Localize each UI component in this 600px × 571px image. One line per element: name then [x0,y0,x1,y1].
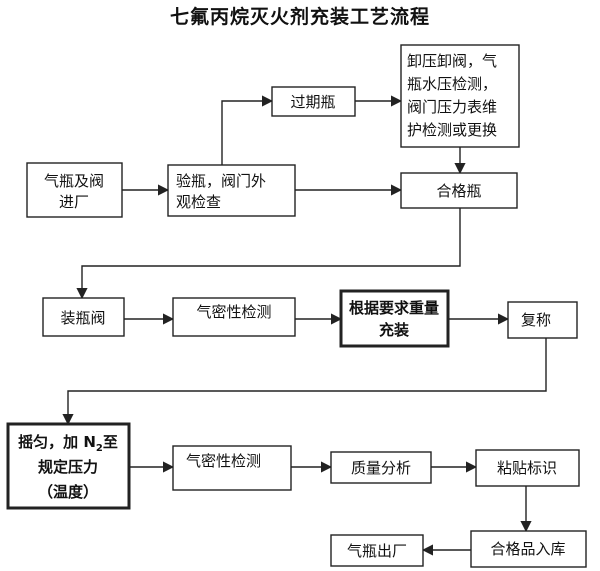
node-leak-test-1-line-1: 气密性检测 [196,303,271,321]
node-qualified: 合格瓶 [400,172,518,209]
node-labeling-line-1: 粘贴标识 [497,459,557,477]
node-maintenance: 卸压卸阀，气 瓶水压检测， 阀门压力表维 护检测或更换 [400,44,520,148]
node-leak-test-1: 气密性检测 [172,297,296,337]
node-cylinder-inbound-line-2: 进厂 [59,193,89,211]
node-install-valve: 装瓶阀 [42,297,125,337]
node-inspect-line-2: 观检查 [176,193,221,211]
node-labeling: 粘贴标识 [475,449,580,487]
node-fill-by-weight: 根据要求重量 充装 [339,289,450,348]
node-cylinder-inbound-line-1: 气瓶及阀 [44,172,104,190]
page-title: 七氟丙烷灭火剂充装工艺流程 [169,6,430,28]
node-maintenance-line-2: 瓶水压检测， [407,75,497,93]
node-dispatch-line-1: 气瓶出厂 [347,542,407,560]
node-shake-add-n2-line-1a: 摇匀，加 N [18,433,96,451]
node-warehouse-line-1: 合格品入库 [490,540,565,558]
node-leak-test-2-line-1: 气密性检测 [186,452,261,470]
node-quality-analysis: 质量分析 [330,451,432,484]
node-shake-add-n2-line-1: 摇匀，加 N2至 [18,433,118,454]
node-qualified-line-1: 合格瓶 [436,182,481,200]
node-dispatch: 气瓶出厂 [330,534,424,567]
node-reweigh-line-1: 复称 [521,311,551,329]
flow-edges [62,95,547,556]
node-warehouse: 合格品入库 [470,530,587,568]
edge-qualified-to-install-valve [76,208,461,300]
node-cylinder-inbound: 气瓶及阀 进厂 [26,162,123,218]
node-expired-line-1: 过期瓶 [290,93,335,111]
node-quality-analysis-line-1: 质量分析 [351,459,411,477]
node-leak-test-2: 气密性检测 [172,445,292,491]
node-shake-add-n2: 摇匀，加 N2至 规定压力 （温度） [6,422,131,510]
node-expired: 过期瓶 [271,86,356,117]
node-inspect: 验瓶，阀门外 观检查 [167,164,296,217]
node-shake-add-n2-subscript: 2 [96,443,103,454]
edge-inspect-to-expired [221,95,274,165]
node-shake-add-n2-line-2: 规定压力 [38,458,98,476]
node-shake-add-n2-line-1b: 至 [103,433,118,451]
node-install-valve-line-1: 装瓶阀 [60,309,105,327]
node-fill-by-weight-line-1: 根据要求重量 [349,299,439,317]
node-shake-add-n2-line-3: （温度） [38,483,98,501]
node-reweigh: 复称 [507,301,578,339]
edge-reweigh-to-shake [62,338,547,426]
node-maintenance-line-3: 阀门压力表维 [407,98,497,116]
node-fill-by-weight-line-2: 充装 [379,321,410,339]
node-maintenance-line-1: 卸压卸阀，气 [407,52,497,70]
node-maintenance-line-4: 护检测或更换 [407,121,497,139]
node-inspect-line-1: 验瓶，阀门外 [176,172,266,190]
